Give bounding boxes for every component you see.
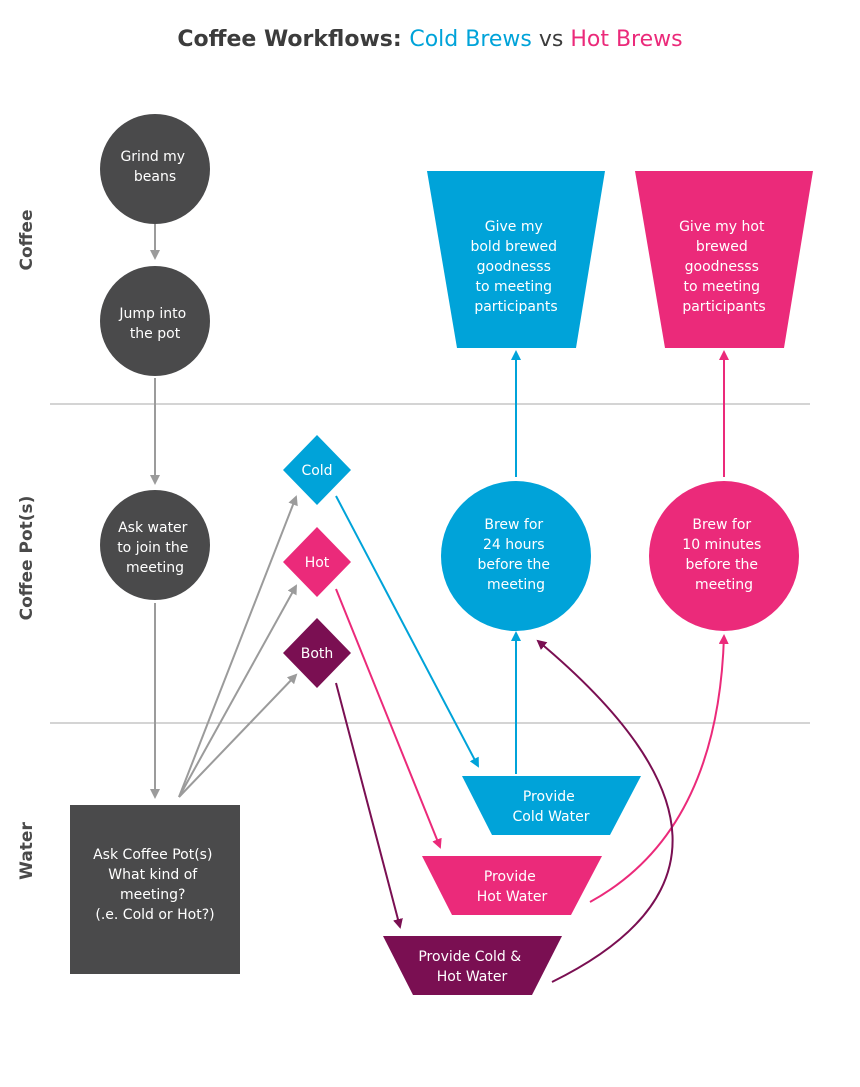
provide-both-line-1: Provide Cold & — [418, 949, 521, 965]
title-prefix: Coffee Workflows: — [177, 27, 409, 52]
node-grind-beans — [100, 114, 210, 224]
node-provide-hot-water — [422, 856, 602, 915]
brew-cold-line-3: before the — [478, 557, 550, 573]
give-cold-line-4: to meeting — [476, 279, 553, 295]
give-cold-line-3: goodnesss — [477, 259, 551, 275]
provide-both-line-2: Hot Water — [437, 969, 508, 985]
decision-hot-label: Hot — [305, 555, 330, 571]
give-hot-line-1: Give my hot — [679, 219, 765, 235]
provide-both-label: Provide Cold & Hot Water — [418, 949, 525, 985]
grind-label: Grind my beans — [120, 149, 189, 185]
brew-hot-line-2: 10 minutes — [682, 537, 761, 553]
title-cold: Cold Brews — [409, 27, 532, 52]
node-ask-water — [100, 490, 210, 600]
ask-water-label: Ask water to join the meeting — [117, 520, 193, 576]
lane-label-coffee: Coffee — [17, 210, 37, 271]
give-hot-line-3: goodnesss — [685, 259, 759, 275]
brew-hot-label: Brew for 10 minutes before the meeting — [682, 517, 765, 593]
decision-both — [283, 618, 351, 688]
give-cold-label: Give my bold brewed goodnesss to meeting… — [470, 219, 561, 315]
grind-line-2: beans — [134, 169, 176, 185]
provide-hot-label: Provide Hot Water — [477, 869, 548, 905]
lane-label-coffee-pot: Coffee Pot(s) — [17, 496, 37, 621]
give-hot-line-2: brewed — [696, 239, 748, 255]
ask-water-line-3: meeting — [126, 560, 184, 576]
give-hot-line-5: participants — [682, 299, 765, 315]
ask-pot-label: Ask Coffee Pot(s) What kind of meeting? … — [93, 847, 217, 923]
arrow-provide-both-to-brew-cold — [536, 639, 674, 983]
give-hot-line-4: to meeting — [684, 279, 761, 295]
node-provide-cold-water — [462, 776, 641, 835]
ask-pot-line-1: Ask Coffee Pot(s) — [93, 847, 212, 863]
lane-label-water: Water — [17, 822, 37, 880]
node-ask-coffee-pot — [70, 805, 240, 974]
brew-cold-line-4: meeting — [487, 577, 545, 593]
brew-hot-line-3: before the — [686, 557, 758, 573]
give-cold-line-2: bold brewed — [470, 239, 557, 255]
arrow-hot-to-provide-hot — [335, 588, 442, 849]
jump-line-1: Jump into — [118, 306, 186, 322]
diagram-title: Coffee Workflows: Cold Brews vs Hot Brew… — [177, 27, 682, 52]
give-cold-line-5: participants — [474, 299, 557, 315]
provide-cold-line-2: Cold Water — [513, 809, 590, 825]
brew-cold-line-2: 24 hours — [483, 537, 545, 553]
provide-cold-line-1: Provide — [523, 789, 575, 805]
arrow-provide-hot-to-brew-hot — [589, 634, 729, 903]
jump-label: Jump into the pot — [118, 306, 190, 342]
node-brew-cold — [441, 481, 591, 631]
provide-hot-line-1: Provide — [484, 869, 536, 885]
provide-cold-label: Provide Cold Water — [513, 789, 590, 825]
arrow-ask-pot-to-cold — [178, 495, 298, 798]
provide-hot-line-2: Hot Water — [477, 889, 548, 905]
jump-line-2: the pot — [130, 326, 181, 342]
brew-hot-line-4: meeting — [695, 577, 753, 593]
node-jump-into-pot — [100, 266, 210, 376]
decision-cold-label: Cold — [301, 463, 332, 479]
node-give-hot — [635, 171, 813, 348]
ask-water-line-2: to join the — [117, 540, 188, 556]
arrow-cold-to-provide-cold — [335, 495, 479, 768]
decision-both-label: Both — [301, 646, 334, 662]
node-brew-hot — [649, 481, 799, 631]
give-hot-label: Give my hot brewed goodnesss to meeting … — [679, 219, 769, 315]
brew-cold-label: Brew for 24 hours before the meeting — [478, 517, 555, 593]
title-hot: Hot Brews — [570, 27, 682, 52]
node-give-cold — [427, 171, 605, 348]
brew-hot-line-1: Brew for — [692, 517, 751, 533]
arrow-ask-pot-to-both — [178, 673, 298, 798]
decision-cold — [283, 435, 351, 505]
ask-water-line-1: Ask water — [118, 520, 188, 536]
node-provide-cold-hot-water — [383, 936, 562, 995]
ask-pot-line-2: What kind of — [108, 867, 198, 883]
title-vs: vs — [532, 27, 570, 52]
decision-hot — [283, 527, 351, 597]
give-cold-line-1: Give my — [485, 219, 543, 235]
brew-cold-line-1: Brew for — [484, 517, 543, 533]
ask-pot-line-3: meeting? — [120, 887, 185, 903]
ask-pot-line-4: (.e. Cold or Hot?) — [95, 907, 214, 923]
grind-line-1: Grind my — [120, 149, 185, 165]
arrow-ask-pot-to-hot — [178, 584, 297, 798]
arrow-both-to-provide-both — [335, 682, 403, 929]
